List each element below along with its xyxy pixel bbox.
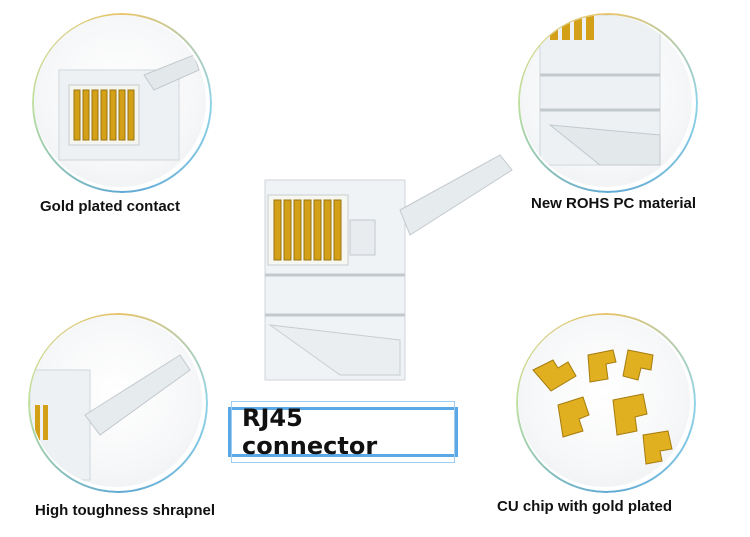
caption-shrapnel: High toughness shrapnel (35, 502, 216, 519)
title-frame: RJ45 connector (228, 401, 458, 463)
feature-image-pc-material (520, 15, 692, 187)
feature-image-shrapnel (30, 315, 202, 487)
caption-pc-material: New ROHS PC material (531, 195, 697, 212)
feature-image-cu-chip (518, 315, 690, 487)
rj45-connector-illustration (264, 154, 513, 381)
caption-gold-contact: Gold plated contact (40, 198, 181, 215)
feature-image-gold-contact (34, 15, 206, 187)
product-title: RJ45 connector (231, 401, 455, 463)
caption-cu-chip: CU chip with gold plated (497, 498, 672, 515)
